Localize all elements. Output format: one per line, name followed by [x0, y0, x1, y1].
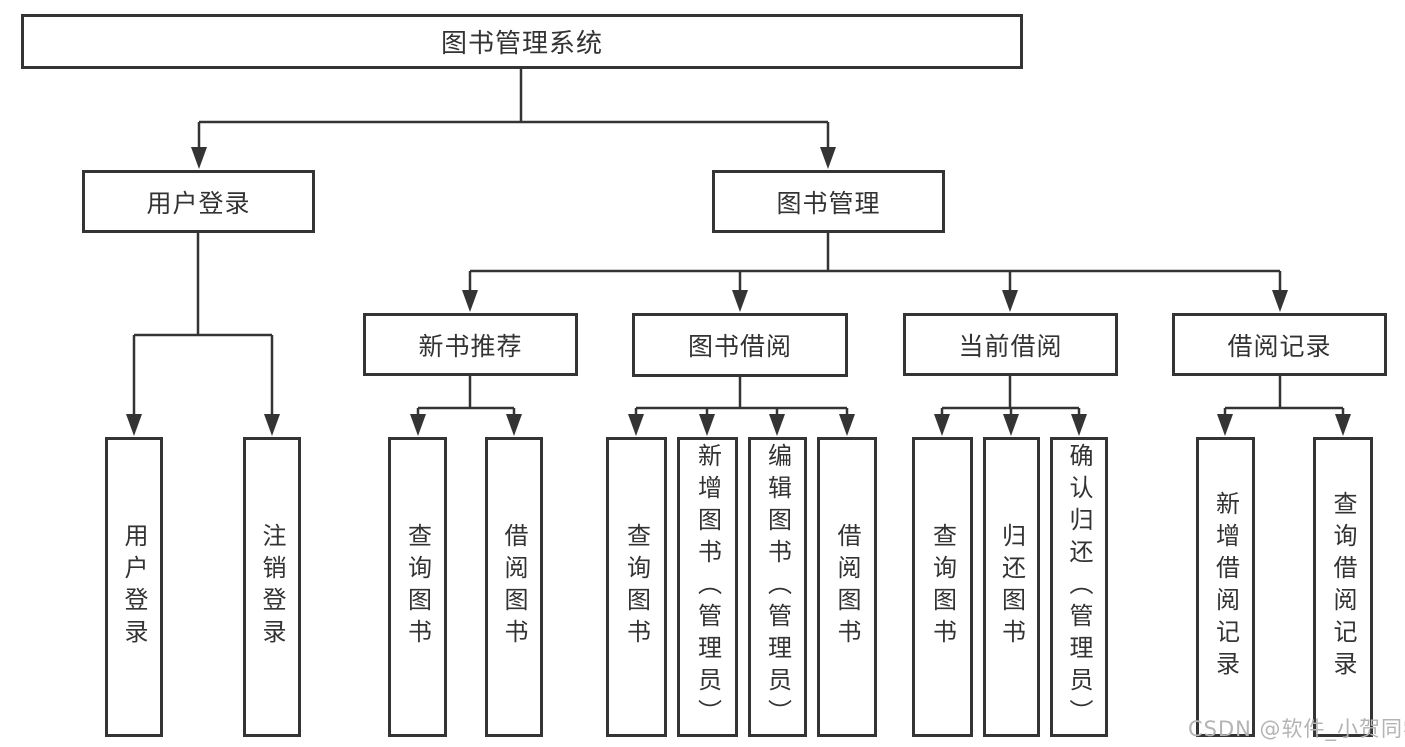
leaf-add-book-admin: 新增图书（管理员） — [677, 437, 738, 737]
watermark: CSDN @软件_小贺同学 — [1188, 717, 1405, 741]
leaf-borrow-books-recommend: 借阅图书 — [485, 437, 543, 737]
node-root: 图书管理系统 — [21, 14, 1023, 69]
leaf-query-books-recommend: 查询图书 — [388, 437, 447, 737]
leaf-edit-book-admin: 编辑图书（管理员） — [748, 437, 807, 737]
node-borrowing-records: 借阅记录 — [1172, 313, 1387, 376]
leaf-confirm-return-admin: 确认归还（管理员） — [1050, 437, 1108, 737]
leaf-user-login: 用户登录 — [105, 437, 163, 737]
node-new-book-recommendation: 新书推荐 — [363, 313, 578, 376]
arrowheads — [126, 147, 1351, 436]
node-user-login: 用户登录 — [82, 170, 315, 233]
leaf-query-books-current: 查询图书 — [912, 437, 973, 737]
leaf-return-book: 归还图书 — [983, 437, 1040, 737]
node-current-borrowing: 当前借阅 — [903, 313, 1118, 376]
leaf-query-borrow-record: 查询借阅记录 — [1313, 437, 1373, 737]
leaf-add-borrow-record: 新增借阅记录 — [1196, 437, 1255, 737]
leaf-query-books-borrowing: 查询图书 — [606, 437, 667, 737]
node-book-borrowing: 图书借阅 — [632, 313, 848, 377]
node-book-management: 图书管理 — [712, 170, 945, 233]
leaf-logout: 注销登录 — [243, 437, 301, 737]
leaf-borrow-books-borrowing: 借阅图书 — [817, 437, 877, 737]
